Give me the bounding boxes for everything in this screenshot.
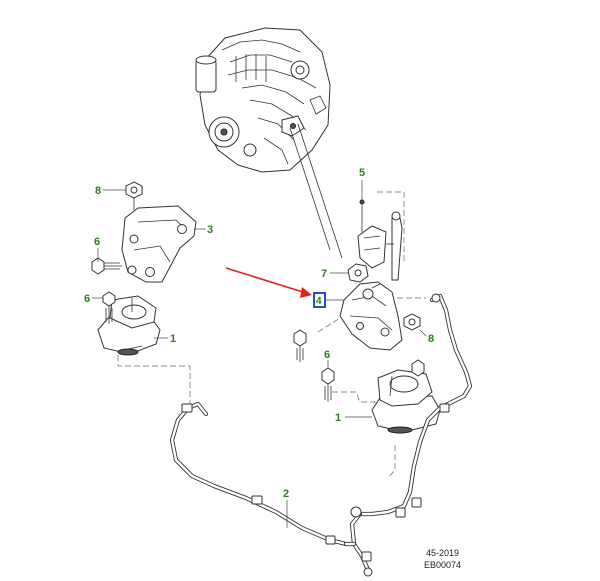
callout-bolt-right: 6 <box>324 349 330 361</box>
figure-code: EB00074 <box>424 560 461 570</box>
callout-bolt-center: 7 <box>321 268 327 280</box>
right-engine-mount <box>371 359 441 434</box>
callout-nut-right: 8 <box>428 333 434 345</box>
engine-focus-lines <box>289 123 343 259</box>
reference-code: 45-2019 <box>426 548 459 558</box>
engine-assembly <box>195 27 331 173</box>
right-nut <box>403 313 421 331</box>
right-upper-bolt <box>293 329 307 362</box>
highlight-box[interactable] <box>313 292 326 308</box>
left-upper-bolt <box>91 257 122 275</box>
callout-bolt-left-upper: 6 <box>94 236 100 248</box>
pointer-arrow <box>225 267 312 298</box>
vacuum-hose-lower-right <box>343 511 371 573</box>
callout-bracket-left: 3 <box>207 224 213 236</box>
vacuum-hose-left <box>169 401 349 547</box>
leader-lines <box>92 180 427 528</box>
left-nut <box>125 181 143 210</box>
callout-bolt-left-lower: 6 <box>84 293 90 305</box>
left-engine-mount <box>97 295 161 356</box>
callout-hose: 2 <box>283 488 289 500</box>
callout-mount-right: 1 <box>335 412 341 424</box>
left-lower-bolt <box>102 291 116 324</box>
callout-mount-left: 1 <box>170 333 176 345</box>
right-lower-bolt <box>321 367 335 402</box>
hose-clips <box>181 293 450 577</box>
callout-nut-left: 8 <box>95 185 101 197</box>
callout-sensor: 5 <box>359 167 365 179</box>
right-engine-bracket <box>339 281 403 351</box>
left-engine-bracket <box>121 205 197 283</box>
callout-highlight: 4 <box>316 296 322 307</box>
sensor-bracket <box>357 199 403 281</box>
center-nut <box>347 263 369 283</box>
